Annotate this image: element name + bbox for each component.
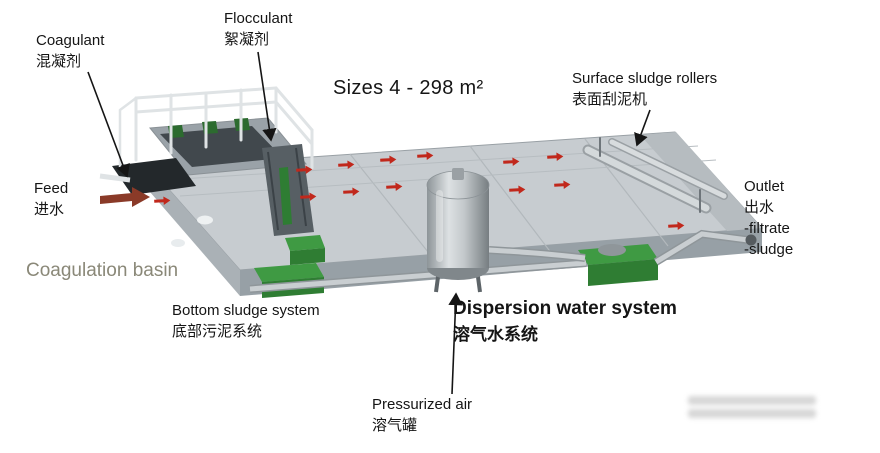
coagulation-basin-label: Coagulation basin (26, 260, 179, 281)
coagulant-pointer (87, 71, 130, 178)
bottom-sludge-system-english: Bottom sludge system (172, 302, 320, 319)
bottom-sludge-system-label: Bottom sludge system 底部污泥系统 (172, 300, 320, 342)
flocculation-unit (262, 144, 314, 236)
surface-sludge-rollers-label: Surface sludge rollers 表面刮泥机 (572, 68, 717, 110)
pressurized-air-english: Pressurized air (372, 396, 473, 413)
pressure-tank (426, 168, 490, 293)
pressurized-air-label: Pressurized air 溶气罐 (372, 394, 472, 436)
pressurized-air-chinese: 溶气罐 (372, 417, 418, 434)
pressurized-air-pointer (448, 292, 463, 395)
outlet-chinese: 出水 (744, 199, 775, 216)
rollers-pointer (634, 109, 651, 147)
feed-english: Feed (34, 180, 69, 197)
outlet-sludge: -sludge (744, 241, 794, 258)
platform-railing (118, 86, 314, 170)
sizes-label: Sizes 4 - 298 m² (333, 77, 484, 99)
pipework (99, 173, 757, 293)
bottom-sludge-system-chinese: 底部污泥系统 (172, 323, 263, 340)
dispersion-water-system-english: Dispersion water system (453, 298, 677, 319)
surface-sludge-rollers-english: Surface sludge rollers (572, 70, 718, 87)
surface-sludge-rollers-chinese: 表面刮泥机 (572, 91, 648, 108)
coagulant-label: Coagulant 混凝剂 (36, 30, 104, 72)
outlet-label: Outlet 出水 -filtrate -sludge (744, 176, 793, 260)
flocculant-chinese: 絮凝剂 (224, 31, 270, 48)
outlet-filtrate: -filtrate (744, 220, 790, 237)
coagulant-chinese: 混凝剂 (36, 53, 82, 70)
tank-top-nozzle (452, 168, 464, 180)
surface-sludge-rollers (582, 137, 728, 214)
flocculant-label: Flocculant 絮凝剂 (224, 8, 292, 50)
feed-arrow (100, 187, 150, 207)
coagulant-english: Coagulant (36, 32, 105, 49)
dispersion-water-pump (578, 244, 658, 286)
watermark (688, 396, 816, 422)
dispersion-water-system-chinese: 溶气水系统 (453, 324, 538, 344)
flocculant-english: Flocculant (224, 10, 293, 27)
label-pointers (87, 51, 651, 395)
outlet-english: Outlet (744, 178, 785, 195)
feed-label: Feed 进水 (34, 178, 68, 220)
dispersion-water-system-label: Dispersion water system 溶气水系统 (453, 296, 677, 346)
feed-chinese: 进水 (34, 201, 65, 218)
bottom-sludge-pump (254, 235, 325, 298)
flocculant-pointer (257, 51, 277, 142)
